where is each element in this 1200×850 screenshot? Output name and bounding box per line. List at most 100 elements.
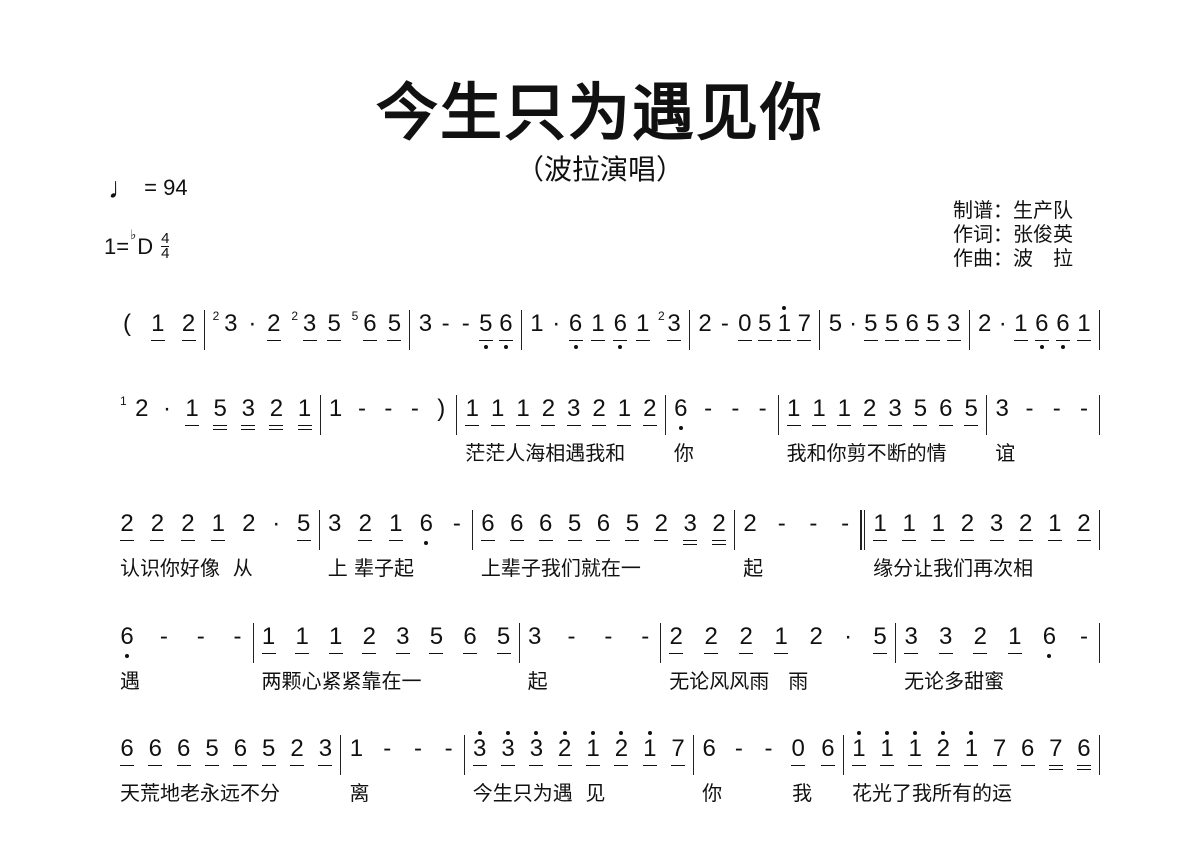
note: 5: [296, 510, 311, 550]
lyric: 花光了我所有的运: [851, 781, 1012, 805]
dash: -: [734, 735, 743, 762]
note: 1: [837, 395, 852, 435]
lyric: 两颗心紧紧靠在一: [261, 669, 422, 693]
dash: -: [604, 623, 613, 650]
note: 3: [667, 310, 682, 350]
note: 3: [529, 731, 544, 775]
quarter-note-icon: ♩: [108, 172, 138, 205]
dash: -: [383, 735, 392, 762]
dash: -: [196, 623, 205, 650]
note: 3: [938, 623, 953, 663]
note: 2: [704, 623, 719, 663]
note: 1: [812, 395, 826, 435]
note: 1: [873, 510, 888, 550]
lyric: 茫茫人海相遇我和: [465, 441, 626, 465]
note: 3: [683, 510, 698, 550]
note: 3: [241, 395, 256, 435]
dash: -: [720, 310, 729, 337]
note: 6: [938, 395, 953, 435]
grace-note: 2: [212, 309, 220, 323]
note: 2: [936, 731, 951, 775]
note: 1: [786, 395, 801, 435]
note: 3: [946, 310, 961, 350]
note: 3: [472, 731, 487, 775]
note: 6: [233, 735, 248, 775]
time-top: 4: [161, 230, 170, 247]
augmentation-dot: ·: [162, 395, 171, 422]
note: 1: [490, 395, 505, 435]
credits: 制谱：生产队 作词：张俊英 作曲：波 拉: [953, 198, 1073, 270]
dash: -: [410, 395, 419, 422]
note: 7: [1048, 735, 1063, 775]
note: 3: [989, 510, 1004, 550]
note: 1: [150, 310, 165, 350]
note: 6: [613, 310, 628, 350]
lyric: 缘分让我们再次相: [873, 556, 1034, 580]
note: 6: [568, 310, 583, 350]
dash: -: [1079, 395, 1088, 422]
lyric: 无论多甜蜜: [904, 669, 1005, 693]
grace-note: 2: [657, 309, 665, 323]
note: 6: [176, 735, 191, 775]
dash: -: [1052, 395, 1061, 422]
note: 1: [586, 731, 601, 775]
note: 3: [302, 310, 317, 350]
note: 2: [973, 623, 988, 663]
lyric: 认识你好像 从: [120, 556, 253, 580]
note: 1: [465, 395, 480, 435]
note: 3: [527, 623, 542, 650]
measure: 3---起: [520, 623, 662, 693]
note: 6: [480, 510, 495, 550]
dash: -: [731, 395, 740, 422]
note: 2: [977, 310, 992, 337]
measure: 6---你: [666, 395, 779, 465]
note: 5: [213, 395, 228, 435]
parenthesis: (: [123, 310, 131, 337]
note: 1: [1047, 510, 1062, 550]
augmentation-dot: ·: [248, 310, 257, 337]
note: 2: [242, 510, 256, 537]
note: 1: [931, 510, 946, 550]
note: 2: [712, 510, 727, 550]
grace-note: 2: [291, 309, 299, 323]
note: 1: [516, 395, 531, 435]
note: 1: [297, 395, 312, 435]
note: 1: [1076, 310, 1091, 350]
lyric: 遇: [120, 669, 140, 693]
note: 2: [180, 510, 195, 550]
note: 5: [757, 310, 772, 350]
note: 3: [395, 623, 410, 663]
note: 2: [541, 395, 556, 435]
lyric: 离: [349, 781, 370, 805]
note: 5: [387, 310, 402, 350]
measure: 1---离: [341, 735, 465, 805]
dash: -: [704, 395, 713, 422]
dash: -: [777, 510, 786, 537]
note: 5: [828, 310, 843, 337]
dash: -: [1025, 395, 1034, 422]
dash: -: [1079, 623, 1088, 650]
grace-note: 5: [351, 309, 359, 323]
note: 2: [654, 510, 669, 550]
dash: -: [159, 623, 168, 650]
credit-notation: 制谱：生产队: [953, 198, 1073, 222]
time-bottom: 4: [161, 245, 170, 262]
note: 0: [791, 735, 806, 775]
note: 6: [596, 510, 611, 550]
dash: -: [357, 395, 366, 422]
note: 2: [698, 310, 712, 337]
lyric: 我和你剪不断的情: [786, 441, 947, 465]
dash: -: [461, 310, 470, 337]
note: 1: [908, 731, 923, 775]
